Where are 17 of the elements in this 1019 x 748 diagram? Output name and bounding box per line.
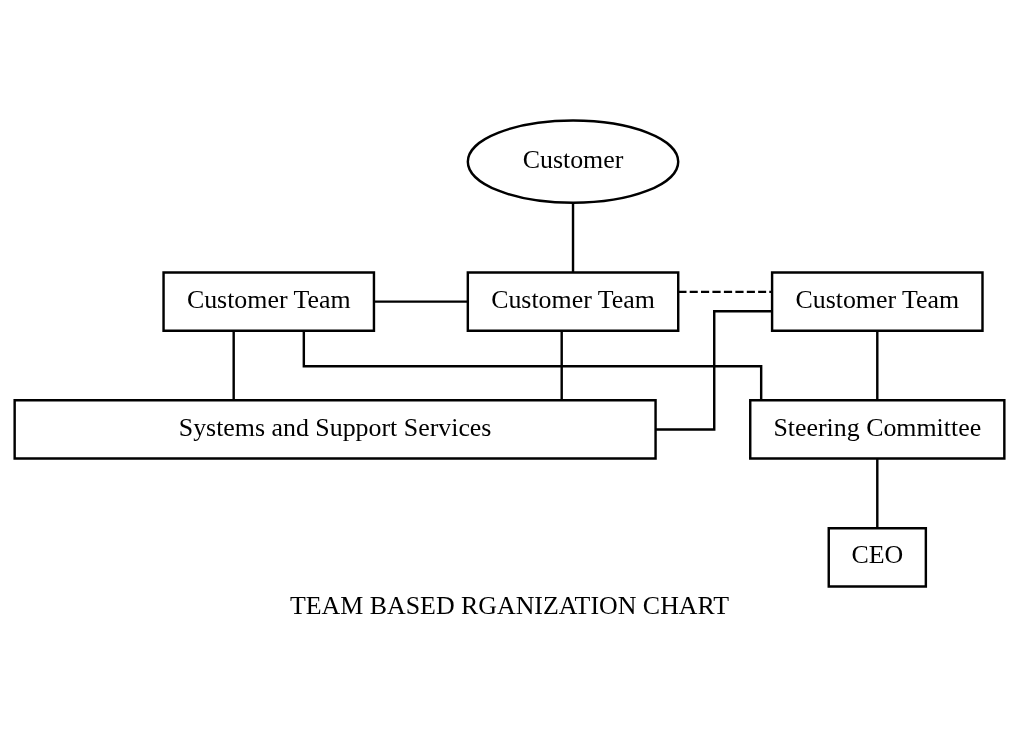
connector [374, 299, 468, 303]
node-box: Systems and Support Services [13, 398, 657, 460]
connector [655, 309, 772, 431]
connector [232, 330, 235, 400]
node-box: Customer Team [466, 270, 680, 332]
node-box: Steering Committee [749, 398, 1006, 460]
node-box: Customer Team [770, 270, 984, 332]
node-box: Customer Team [162, 270, 376, 332]
connector [571, 202, 575, 272]
node-ellipse: Customer [466, 118, 680, 204]
connector [302, 330, 763, 400]
caption: TEAM BASED RGANIZATION CHART [289, 590, 730, 620]
node-box: CEO [827, 526, 928, 588]
connector [876, 330, 879, 400]
connector [678, 290, 772, 293]
connector [876, 458, 879, 528]
connector [560, 330, 563, 400]
